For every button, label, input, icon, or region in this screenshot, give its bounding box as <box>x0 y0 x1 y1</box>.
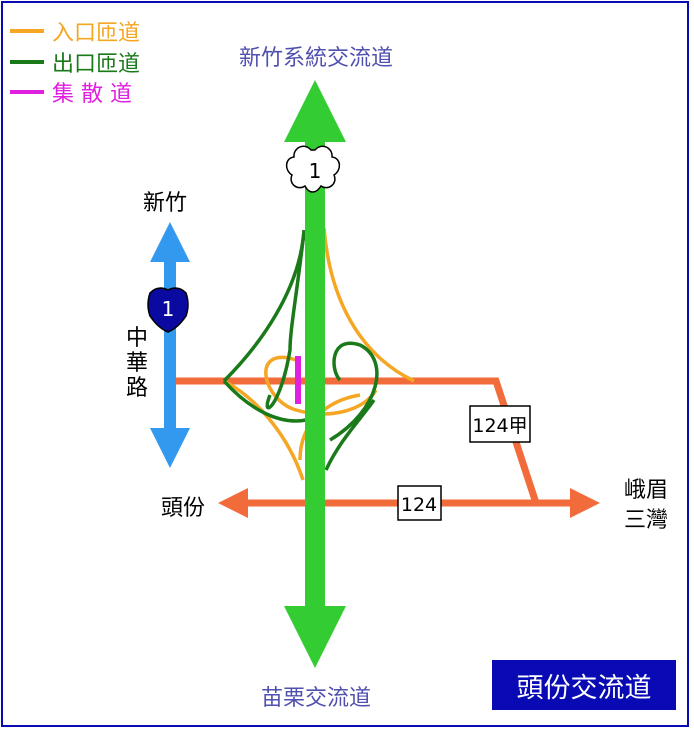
freeway-shield: 1 <box>285 145 341 193</box>
provincial-shield-number: 1 <box>162 297 175 321</box>
svg-text:路: 路 <box>126 376 148 401</box>
local-roads <box>176 377 600 518</box>
freeway-1 <box>284 80 346 668</box>
svg-text:華: 華 <box>126 351 148 376</box>
legend-collector-label: 集 散 道 <box>52 82 132 107</box>
legend-entrance-label: 入口匝道 <box>52 21 140 46</box>
south-destination: 苗栗交流道 <box>261 686 371 711</box>
provincial-highway-1 <box>150 222 190 468</box>
route-124a-shield: 124甲 <box>469 405 531 443</box>
legend-exit-label: 出口匝道 <box>52 52 140 77</box>
west-destination: 頭份 <box>161 496 205 521</box>
west-arrow <box>218 488 248 518</box>
east-destination-1: 峨眉 <box>624 478 668 503</box>
east-arrow <box>570 488 600 518</box>
route-124-label: 124 <box>401 494 437 516</box>
legend: 入口匝道 出口匝道 集 散 道 <box>10 21 140 107</box>
route-124a-label: 124甲 <box>472 415 527 437</box>
north-destination: 新竹系統交流道 <box>239 46 393 71</box>
provincial-north-destination: 新竹 <box>143 191 187 216</box>
freeway-shield-number: 1 <box>309 159 322 183</box>
svg-text:中: 中 <box>126 326 148 351</box>
route-124-shield: 124 <box>397 485 442 521</box>
exit-ramps <box>222 229 379 471</box>
interchange-title: 頭份交流道 <box>492 660 676 710</box>
road-name-zhonghua: 中 華 路 <box>126 326 148 401</box>
provincial-shield: 1 <box>147 287 189 333</box>
east-destination-2: 三灣 <box>624 508 668 533</box>
